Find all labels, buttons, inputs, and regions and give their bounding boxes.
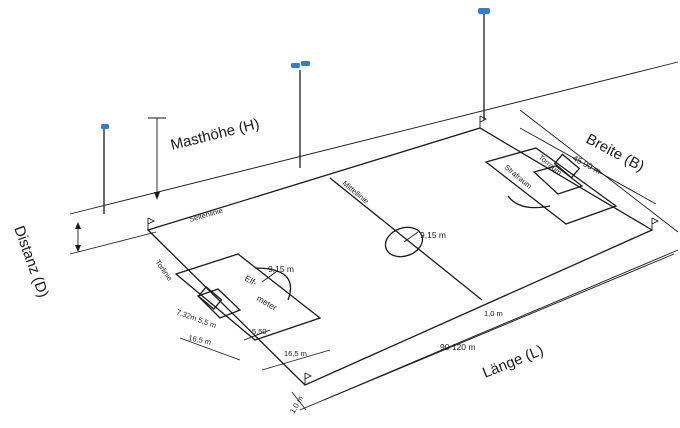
centre-circle-radius xyxy=(403,231,419,243)
dim-breite xyxy=(519,127,657,205)
centre-circle xyxy=(384,226,424,258)
masthoehe-arrow-head xyxy=(154,192,160,200)
right-penalty-area xyxy=(484,147,618,225)
label-arc-radius: 9,15 m xyxy=(268,264,294,274)
label-seitenlinie: Seitenlinie xyxy=(188,206,224,224)
left-goal xyxy=(197,286,223,310)
label-5-50: 5,50 xyxy=(252,327,267,336)
label-elf: Elf- xyxy=(243,273,259,288)
dim-laenge xyxy=(323,253,675,401)
distanz-arrow-head-bottom xyxy=(75,245,81,252)
label-16-5-b: 16,5 m xyxy=(188,333,212,347)
label-16-5-a: 16,5 m xyxy=(284,349,307,358)
floodlight-lamp-icon xyxy=(101,8,490,129)
label-laenge: Länge (L) xyxy=(480,342,546,382)
dim-16-5 xyxy=(261,349,331,371)
right-penalty-arc xyxy=(507,195,551,209)
label-torlinie: Torlinie xyxy=(153,258,174,283)
right-goal xyxy=(553,153,581,179)
label-masthoehe: Masthöhe (H) xyxy=(169,115,261,153)
distanz-arrow-head-top xyxy=(75,222,81,229)
boundary-line-upper xyxy=(69,61,679,215)
label-margin-1m: 1,0 m xyxy=(484,309,503,318)
dim-5-50 xyxy=(243,329,271,341)
dim-margin-bottom xyxy=(291,391,307,411)
midline xyxy=(329,177,483,301)
dim-16-5-left xyxy=(179,337,241,361)
label-margin-1m-bottom: 1,0 m xyxy=(288,394,305,415)
label-distanz: Distanz (D) xyxy=(10,224,52,300)
label-goal-dims: 7,32m 5,5 m xyxy=(175,307,217,330)
label-length-range: 90 120 m xyxy=(440,342,475,352)
left-penalty-area xyxy=(174,253,322,341)
label-meter: meter xyxy=(255,293,279,313)
label-mittellinie: Mittellinie xyxy=(341,179,371,206)
boundary-line-lower xyxy=(69,231,157,255)
left-penalty-arc xyxy=(254,267,292,301)
penalty-radius xyxy=(261,271,277,283)
corner-flag-icon xyxy=(147,115,660,385)
label-circle-radius: 9,15 m xyxy=(420,230,446,240)
boundary-line-right xyxy=(519,109,679,233)
right-goal-area xyxy=(532,165,584,195)
